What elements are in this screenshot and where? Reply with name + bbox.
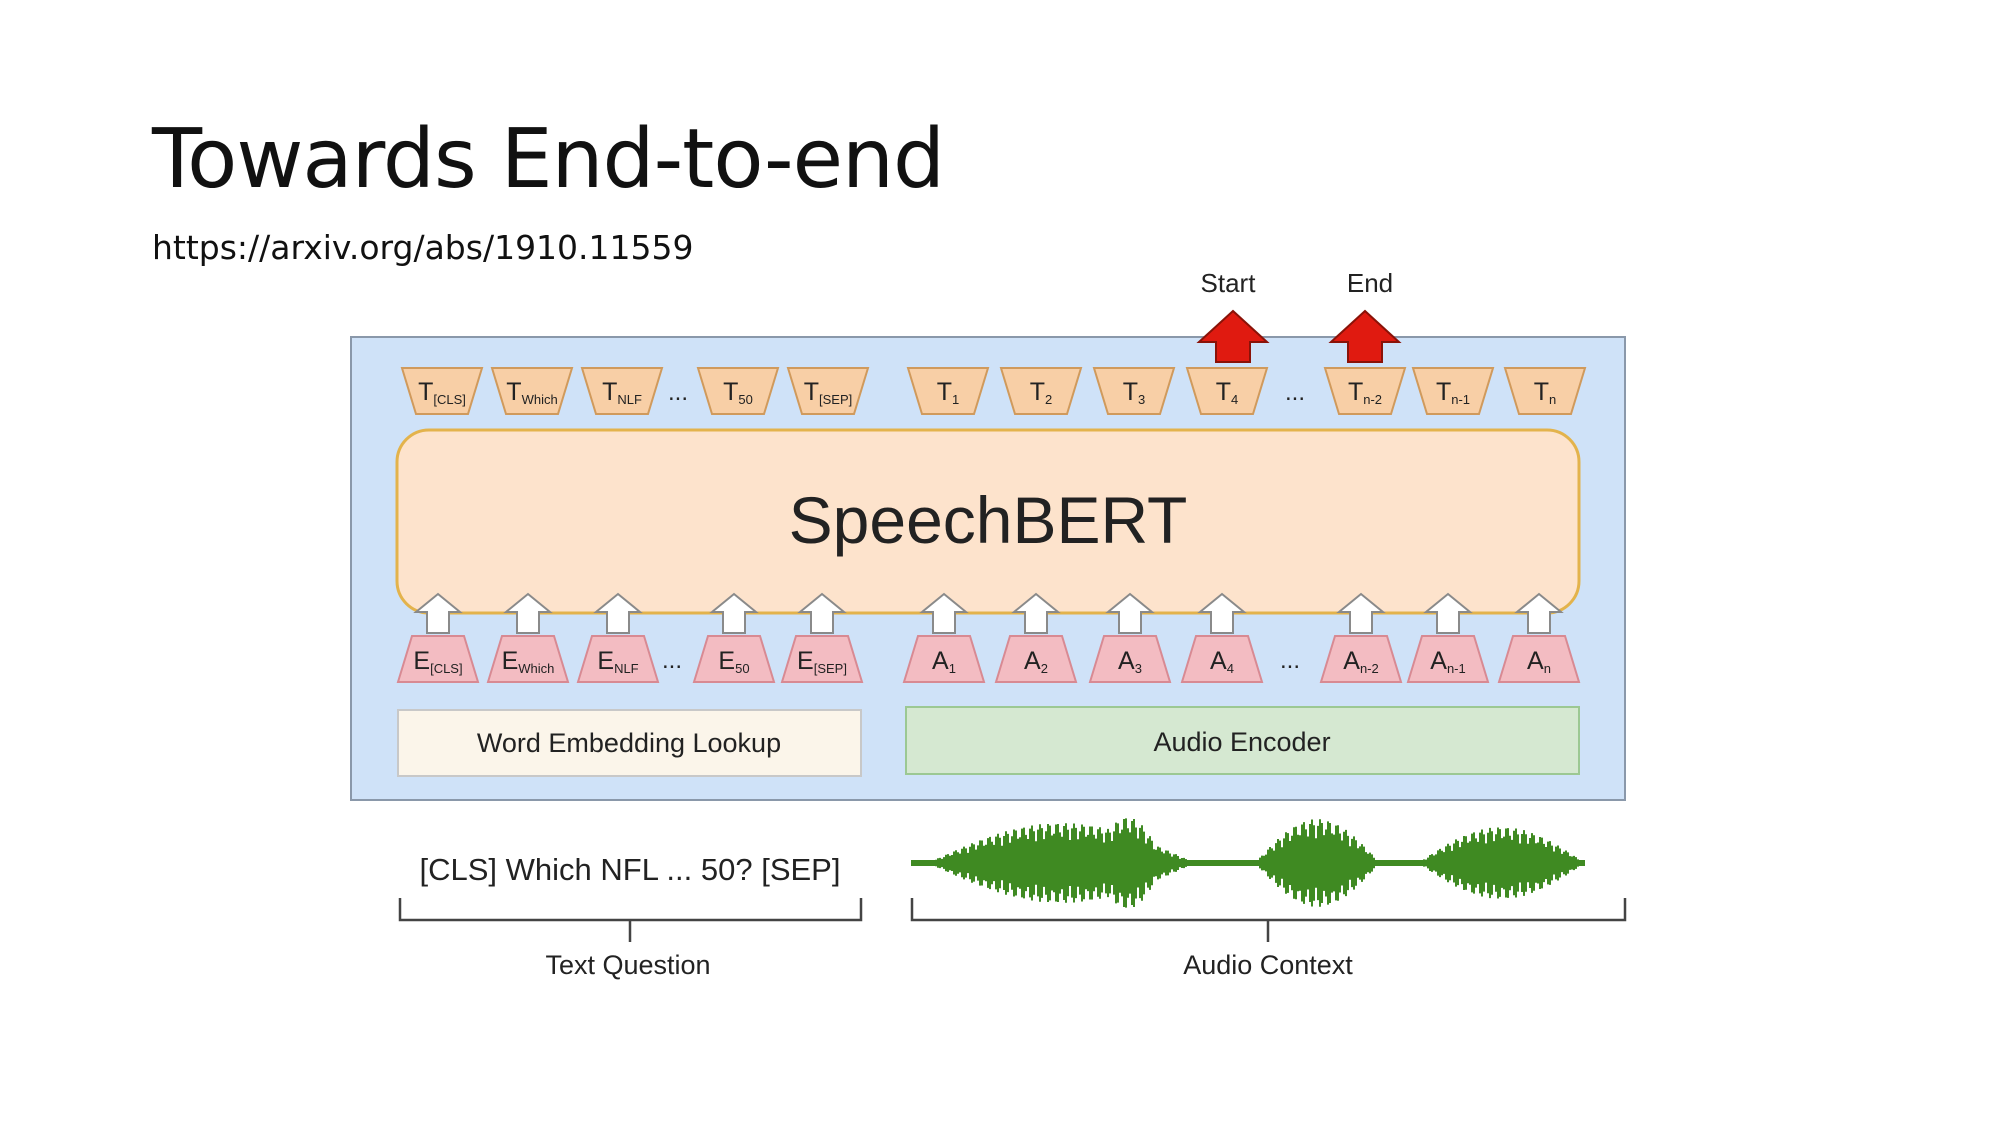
audio-output-token-1: T2: [999, 367, 1083, 415]
audio-input-token-6: An: [1497, 635, 1581, 683]
output-token-label: T1: [937, 378, 960, 407]
audio-output-token-4: Tn-2: [1323, 367, 1407, 415]
audio-input-token-4: An-2: [1319, 635, 1403, 683]
output-token-label: Tn: [1534, 378, 1557, 407]
output-ellipsis-audio: ...: [1285, 379, 1305, 406]
audio-output-token-5: Tn-1: [1411, 367, 1495, 415]
paper-url: https://arxiv.org/abs/1910.11559: [152, 228, 694, 267]
text-output-token-2: TNLF: [580, 367, 664, 415]
input-arrow-11: [1514, 592, 1564, 634]
input-token-label: A2: [1024, 647, 1048, 676]
text-input-token-4: E[SEP]: [780, 635, 864, 683]
input-arrow-2: [593, 592, 643, 634]
text-question-label: Text Question: [545, 950, 710, 980]
input-token-label: An: [1527, 647, 1551, 676]
audio-output-token-6: Tn: [1503, 367, 1587, 415]
speechbert-label: SpeechBERT: [789, 483, 1188, 557]
output-token-label: Tn-1: [1436, 378, 1470, 407]
text-input-token-1: EWhich: [486, 635, 570, 683]
audio-context-label: Audio Context: [1183, 950, 1353, 980]
input-arrow-9: [1336, 592, 1386, 634]
input-arrow-10: [1423, 592, 1473, 634]
audio-input-token-2: A3: [1088, 635, 1172, 683]
input-token-label: E[CLS]: [413, 647, 462, 676]
audio-encoder-box: [905, 706, 1580, 775]
output-token-label: T[CLS]: [418, 378, 466, 407]
output-token-label: TNLF: [602, 378, 642, 407]
audio-waveform: [911, 818, 1585, 908]
output-token-label: Tn-2: [1348, 378, 1382, 407]
input-arrow-1: [503, 592, 553, 634]
input-token-label: An-1: [1430, 647, 1465, 676]
audio-context-brace: [910, 898, 1627, 942]
output-token-row: T[CLS] TWhich TNLF T50 T[SEP] T1 T2 T3 T4 Tn-2 Tn-…: [400, 367, 1587, 415]
output-token-label: T4: [1216, 378, 1239, 407]
question-text: [CLS] Which NFL ... 50? [SEP]: [420, 852, 841, 887]
output-token-label: T50: [723, 378, 753, 407]
input-token-label: A4: [1210, 647, 1234, 676]
output-token-label: T2: [1030, 378, 1053, 407]
start-arrow: [1196, 309, 1270, 363]
input-token-label: EWhich: [502, 647, 555, 676]
input-arrow-0: [413, 592, 463, 634]
input-arrow-row: [413, 592, 1564, 634]
input-arrow-7: [1105, 592, 1155, 634]
slide-title: Towards End-to-end: [152, 112, 945, 207]
text-output-token-1: TWhich: [490, 367, 574, 415]
text-output-token-4: T[SEP]: [786, 367, 870, 415]
word-embedding-label: Word Embedding Lookup: [477, 728, 781, 758]
output-token-label: T[SEP]: [804, 378, 853, 407]
input-arrow-4: [797, 592, 847, 634]
audio-input-token-0: A1: [902, 635, 986, 683]
audio-input-token-3: A4: [1180, 635, 1264, 683]
end-label: End: [1347, 268, 1393, 298]
output-token-label: T3: [1123, 378, 1146, 407]
text-input-token-0: E[CLS]: [396, 635, 480, 683]
output-token-label: TWhich: [506, 378, 557, 407]
audio-input-token-5: An-1: [1406, 635, 1490, 683]
input-ellipsis-text: ...: [662, 647, 682, 674]
text-input-token-2: ENLF: [576, 635, 660, 683]
text-output-token-3: T50: [696, 367, 780, 415]
audio-encoder-label: Audio Encoder: [1153, 727, 1330, 757]
audio-output-token-0: T1: [906, 367, 990, 415]
input-ellipsis-audio: ...: [1280, 647, 1300, 674]
input-token-label: E[SEP]: [797, 647, 847, 676]
input-token-label: E50: [718, 647, 749, 676]
input-token-label: An-2: [1343, 647, 1378, 676]
text-input-token-3: E50: [692, 635, 776, 683]
audio-input-token-1: A2: [994, 635, 1078, 683]
input-token-label: A1: [932, 647, 956, 676]
input-token-label: A3: [1118, 647, 1142, 676]
end-arrow: [1328, 309, 1402, 363]
text-question-brace: [398, 898, 863, 942]
start-label: Start: [1201, 268, 1257, 298]
audio-output-token-2: T3: [1092, 367, 1176, 415]
input-arrow-8: [1197, 592, 1247, 634]
audio-output-token-3: T4: [1185, 367, 1269, 415]
input-token-label: ENLF: [597, 647, 638, 676]
input-arrow-6: [1011, 592, 1061, 634]
input-arrow-5: [919, 592, 969, 634]
output-ellipsis-text: ...: [668, 379, 688, 406]
input-token-row: E[CLS] EWhich ENLF E50 E[SEP] A1 A2 A3 A4 An-2 An-…: [396, 635, 1581, 683]
text-output-token-0: T[CLS]: [400, 367, 484, 415]
input-arrow-3: [709, 592, 759, 634]
word-embedding-box: [397, 709, 862, 777]
speechbert-block: [395, 428, 1581, 615]
